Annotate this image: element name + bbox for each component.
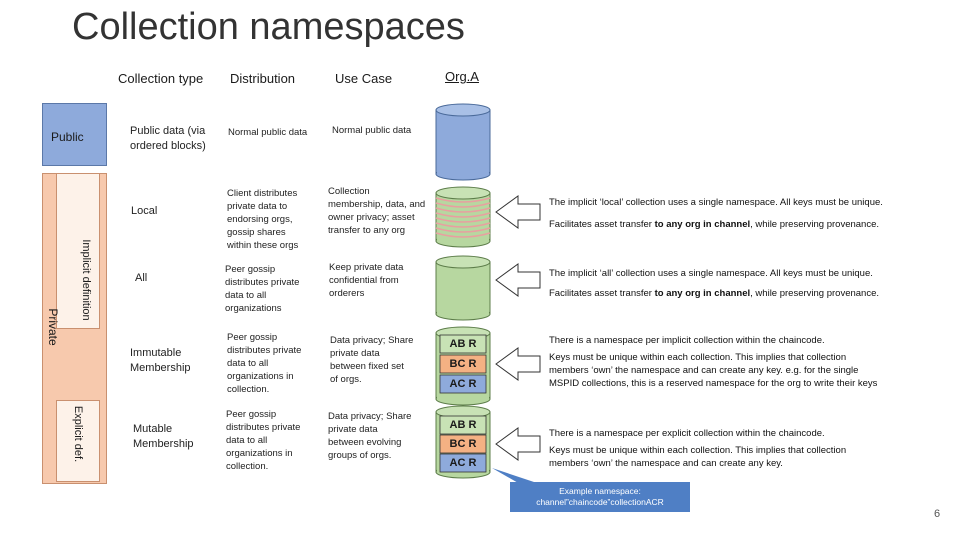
- arrow-local-icon: [495, 195, 541, 229]
- block-bc: BC R: [449, 358, 477, 370]
- callout-line-2: channel”chaincode”collectionACR: [536, 497, 664, 507]
- row-mutable-distribution: Peer gossip distributes private data to …: [226, 409, 301, 472]
- desc-immutable-1: There is a namespace per implicit collec…: [549, 335, 825, 346]
- row-local-type: Local: [131, 205, 158, 217]
- desc-local-1: The implicit ‘local’ collection uses a s…: [549, 197, 883, 208]
- desc-all-1: The implicit ‘all’ collection uses a sin…: [549, 268, 873, 279]
- callout-line-1: Example namespace:: [559, 486, 641, 496]
- header-org: Org.A: [445, 69, 479, 84]
- namespace-callout: Example namespace: channel”chaincode”col…: [510, 482, 690, 512]
- immutable-database-icon: [435, 326, 491, 406]
- desc-immutable-3: members ‘own’ the namespace and can crea…: [549, 365, 859, 376]
- row-public-distribution: Normal public data: [228, 127, 308, 138]
- all-database-icon: [435, 255, 491, 321]
- header-distribution: Distribution: [230, 71, 296, 86]
- block-ac: AC R: [449, 378, 477, 390]
- block-ab-2: AB R: [449, 419, 477, 431]
- desc-local-2: Facilitates asset transfer to any org in…: [549, 219, 880, 230]
- row-immutable-use-case: Data privacy; Share private data between…: [330, 335, 414, 385]
- row-mutable-type: Mutable Membership: [133, 423, 194, 450]
- desc-mutable-3: members ‘own’ the namespace and can crea…: [549, 458, 783, 469]
- arrow-all-icon: [495, 263, 541, 297]
- public-label: Public: [51, 130, 84, 144]
- page-title: Collection namespaces: [72, 6, 465, 48]
- row-public-type: Public data (via ordered blocks): [130, 125, 206, 152]
- block-ab: AB R: [449, 338, 477, 350]
- arrow-mutable-icon: [495, 427, 541, 461]
- row-local-use-case: Collection membership, data, and owner p…: [328, 186, 426, 236]
- header-use-case: Use Case: [335, 71, 393, 86]
- page-number: 6: [934, 508, 941, 520]
- public-database-icon: [435, 103, 491, 181]
- arrow-immutable-icon: [495, 347, 541, 381]
- row-immutable-type: Immutable Membership: [130, 347, 191, 374]
- desc-mutable-2: Keys must be unique within each collecti…: [549, 445, 847, 456]
- mutable-database-icon: [435, 405, 491, 479]
- header-collection-type: Collection type: [118, 71, 204, 86]
- desc-immutable-2: Keys must be unique within each collecti…: [549, 352, 847, 363]
- implicit-box: [56, 173, 100, 329]
- desc-mutable-1: There is a namespace per explicit collec…: [549, 428, 825, 439]
- row-all-type: All: [135, 272, 148, 284]
- row-local-distribution: Client distributes private data to endor…: [227, 188, 299, 251]
- desc-all-2: Facilitates asset transfer to any org in…: [549, 288, 880, 299]
- row-public-use-case: Normal public data: [332, 125, 412, 136]
- explicit-box: [56, 400, 100, 482]
- row-immutable-distribution: Peer gossip distributes private data to …: [227, 332, 302, 395]
- block-bc-2: BC R: [449, 438, 477, 450]
- desc-immutable-4: MSPID collections, this is a reserved na…: [549, 378, 878, 389]
- local-database-icon: [435, 186, 491, 248]
- row-all-distribution: Peer gossip distributes private data to …: [225, 264, 300, 314]
- callout-pointer-icon: [492, 468, 540, 484]
- public-box: Public: [42, 103, 107, 166]
- row-mutable-use-case: Data privacy; Share private data between…: [328, 411, 412, 461]
- block-ac-2: AC R: [449, 457, 477, 469]
- row-all-use-case: Keep private data confidential from orde…: [329, 262, 404, 299]
